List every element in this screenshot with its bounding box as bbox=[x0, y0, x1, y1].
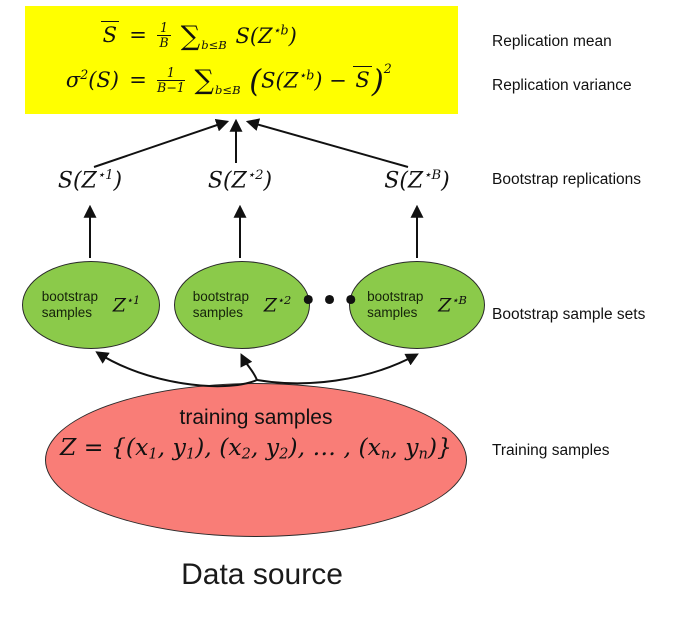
bootstrap-set-symbol-B: Z⋆B bbox=[438, 293, 467, 317]
label-bootstrap-replications: Bootstrap replications bbox=[492, 171, 642, 188]
bootstrap-replication-B: S(Z⋆B) bbox=[384, 168, 450, 194]
training-samples-title: training samples bbox=[179, 406, 333, 429]
bootstrap-samples-label-B: bootstrap samples bbox=[367, 289, 424, 320]
bootstrap-sample-set-B: bootstrap samples Z⋆B bbox=[349, 261, 485, 349]
arrow-replication1-to-box bbox=[93, 118, 230, 168]
bootstrap-replication-2: S(Z⋆2) bbox=[207, 168, 273, 194]
training-samples-formula: Z = {(x1, y1), (x2, y2), … , (xn, yn)} bbox=[59, 433, 453, 463]
replication-variance-lhs: σ2(S) bbox=[65, 67, 119, 93]
arrow-training-to-sampleB bbox=[256, 353, 419, 385]
bootstrap-samples-label-1: bootstrap samples bbox=[41, 289, 98, 320]
training-samples-ellipse: training samples Z = {(x1, y1), (x2, y2)… bbox=[45, 383, 467, 537]
bootstrap-sample-set-1: bootstrap samples Z⋆1 bbox=[22, 261, 160, 349]
data-source-caption: Data source bbox=[181, 558, 343, 591]
bootstrap-set-symbol-1: Z⋆1 bbox=[112, 293, 141, 317]
bootstrap-samples-label-2: bootstrap samples bbox=[192, 289, 249, 320]
label-replication-variance: Replication variance bbox=[492, 77, 632, 94]
bootstrap-set-symbol-2: Z⋆2 bbox=[263, 293, 292, 317]
label-training-samples: Training samples bbox=[492, 442, 610, 459]
bootstrap-sample-set-2: bootstrap samples Z⋆2 bbox=[174, 261, 310, 349]
equals-sign-mean: = bbox=[129, 23, 147, 48]
arrow-training-to-sample2 bbox=[240, 353, 258, 381]
arrow-training-to-sample1 bbox=[95, 351, 258, 388]
label-bootstrap-sample-sets: Bootstrap sample sets bbox=[492, 306, 646, 323]
label-replication-mean: Replication mean bbox=[492, 33, 612, 50]
arrow-replicationB-to-box bbox=[245, 118, 409, 168]
bootstrap-replication-1: S(Z⋆1) bbox=[57, 168, 123, 194]
equals-sign-variance: = bbox=[129, 68, 147, 93]
replication-mean-lhs: S bbox=[100, 21, 119, 48]
ellipsis-dots: ••• bbox=[299, 283, 363, 319]
